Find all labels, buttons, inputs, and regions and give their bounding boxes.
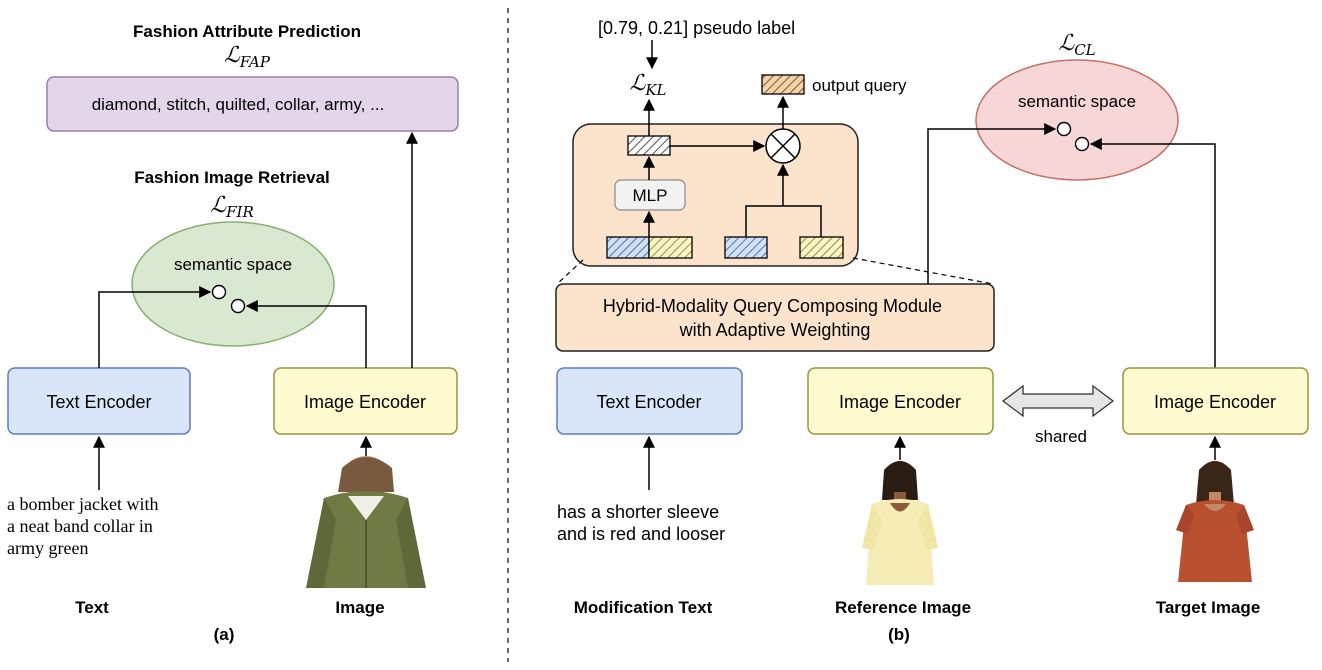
reference-image-photo bbox=[862, 461, 938, 585]
fir-text-embedding-dot bbox=[211, 284, 227, 300]
input-text-line-1: a bomber jacket with bbox=[7, 494, 158, 514]
fap-attributes: diamond, stitch, quilted, collar, army, … bbox=[92, 95, 385, 114]
cl-semantic-space bbox=[975, 59, 1179, 181]
text-encoder-b-label: Text Encoder bbox=[596, 392, 701, 412]
reference-image-encoder-label: Image Encoder bbox=[839, 392, 961, 412]
zoom-line-left bbox=[556, 259, 584, 285]
output-query-swatch bbox=[761, 74, 805, 95]
hybrid-module-box bbox=[555, 283, 995, 352]
kl-loss-sub: KL bbox=[644, 81, 666, 99]
input-text-line-2: a neat band collar in bbox=[7, 516, 153, 536]
text-encoder-b bbox=[556, 367, 743, 435]
reference-image-encoder bbox=[807, 367, 994, 435]
caption-b: (b) bbox=[888, 625, 910, 644]
fap-loss: ℒFAP bbox=[224, 43, 271, 71]
fap-box bbox=[46, 76, 459, 132]
shared-label: shared bbox=[1035, 427, 1087, 446]
cl-query-dot bbox=[1056, 121, 1072, 137]
kl-loss: ℒKL bbox=[629, 71, 666, 99]
fap-title: Fashion Attribute Prediction bbox=[133, 22, 361, 41]
zoom-line-right bbox=[852, 257, 994, 285]
hybrid-module-label: Hybrid-Modality Query Composing Module w… bbox=[603, 296, 947, 340]
mlp-label: MLP bbox=[633, 186, 668, 205]
panel-b: [0.79, 0.21] pseudo label ℒKL output que… bbox=[555, 18, 1309, 644]
target-image-encoder-label: Image Encoder bbox=[1154, 392, 1276, 412]
text-feature-swatch bbox=[724, 236, 768, 259]
input-text-a: a bomber jacket with a neat band collar … bbox=[7, 494, 163, 558]
fap-loss-sub: FAP bbox=[239, 53, 271, 71]
module-line-2: with Adaptive Weighting bbox=[679, 320, 871, 340]
cl-target-dot bbox=[1074, 136, 1090, 152]
pseudo-label: [0.79, 0.21] pseudo label bbox=[598, 18, 795, 38]
weight-vector-swatch bbox=[627, 135, 671, 156]
module-line-1: Hybrid-Modality Query Composing Module bbox=[603, 296, 942, 316]
mod-text-line-1: has a shorter sleeve bbox=[557, 502, 719, 522]
bottom-label-image: Image bbox=[335, 598, 384, 617]
fir-loss-main: ℒ bbox=[210, 193, 227, 218]
caption-a: (a) bbox=[214, 625, 235, 644]
cl-loss-main: ℒ bbox=[1058, 31, 1075, 56]
fir-semantic-space bbox=[131, 221, 335, 347]
arrow-module-to-cl bbox=[927, 123, 1057, 284]
fir-loss-sub: FIR bbox=[225, 203, 254, 221]
modification-text: has a shorter sleeve and is red and loos… bbox=[557, 502, 725, 544]
panel-a: Fashion Attribute Prediction ℒFAP diamon… bbox=[7, 22, 459, 644]
bottom-label-reference: Reference Image bbox=[835, 598, 971, 617]
cl-loss: ℒCL bbox=[1058, 31, 1095, 59]
image-feature-swatch bbox=[799, 236, 844, 259]
cl-space-label: semantic space bbox=[1018, 92, 1136, 111]
output-query-label: output query bbox=[812, 76, 907, 95]
input-text-line-3: army green bbox=[7, 538, 88, 558]
text-encoder-a-label: Text Encoder bbox=[46, 392, 151, 412]
bottom-label-target: Target Image bbox=[1156, 598, 1261, 617]
jacket-photo bbox=[304, 456, 428, 588]
cl-loss-sub: CL bbox=[1074, 41, 1095, 59]
mod-text-line-2: and is red and looser bbox=[557, 524, 725, 544]
shared-double-arrow bbox=[1001, 384, 1115, 418]
fir-title: Fashion Image Retrieval bbox=[134, 168, 330, 187]
fap-loss-main: ℒ bbox=[224, 43, 241, 68]
fir-loss: ℒFIR bbox=[210, 193, 254, 221]
image-encoder-a-label: Image Encoder bbox=[304, 392, 426, 412]
arrow-text-to-space-a bbox=[98, 286, 212, 368]
mlp-box bbox=[614, 179, 686, 211]
concat-text-feature bbox=[606, 236, 650, 259]
concat-image-feature bbox=[648, 236, 693, 259]
bottom-label-mod-text: Modification Text bbox=[574, 598, 713, 617]
target-image-photo bbox=[1176, 461, 1254, 582]
target-image-encoder bbox=[1122, 367, 1309, 435]
fir-space-label: semantic space bbox=[174, 255, 292, 274]
arrow-target-to-cl bbox=[1089, 138, 1216, 368]
kl-loss-main: ℒ bbox=[629, 71, 646, 96]
bottom-label-text: Text bbox=[75, 598, 109, 617]
arrow-image-to-space-a bbox=[245, 300, 367, 368]
fir-image-embedding-dot bbox=[230, 298, 246, 314]
product-cross-2 bbox=[770, 133, 796, 159]
